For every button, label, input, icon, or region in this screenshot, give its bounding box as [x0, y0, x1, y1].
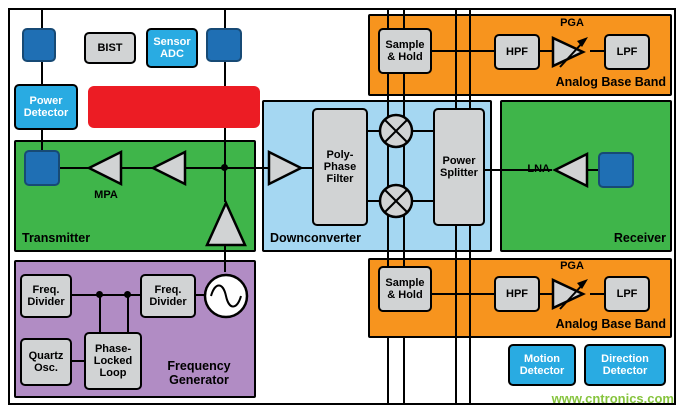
wire	[432, 50, 494, 52]
quartz-osc-block: Quartz Osc.	[20, 338, 72, 386]
polyphase-filter-label: Poly-Phase Filter	[323, 148, 357, 186]
bist-block: BIST	[84, 32, 136, 64]
wire	[412, 200, 435, 202]
wire	[368, 130, 380, 132]
hpf-bottom-label: HPF	[506, 287, 528, 300]
wire	[196, 294, 204, 296]
lpf-bottom-label: LPF	[616, 287, 638, 300]
sample-hold-top-block: Sample & Hold	[378, 28, 432, 74]
wire	[72, 360, 84, 362]
frequency-generator-label: Frequency Generator	[167, 359, 231, 387]
wire	[224, 168, 226, 202]
wire	[590, 293, 604, 295]
antenna-pad-2	[206, 28, 242, 62]
wire	[41, 62, 43, 84]
hpf-top-label: HPF	[506, 45, 528, 58]
motion-detector-block: Motion Detector	[508, 344, 576, 386]
red-block	[88, 86, 260, 128]
freq-divider-2-label: Freq. Divider	[149, 283, 187, 308]
wire	[300, 167, 312, 169]
wire	[368, 200, 380, 202]
polyphase-filter-block: Poly-Phase Filter	[312, 108, 368, 226]
transmitter-label: Transmitter	[22, 231, 91, 245]
wire	[41, 8, 43, 28]
wire	[485, 169, 552, 171]
wire	[540, 50, 552, 52]
lna-label: LNA	[527, 163, 550, 175]
pga-top-label: PGA	[560, 17, 584, 29]
freq-divider-1-label: Freq. Divider	[27, 283, 65, 308]
power-detector-block: Power Detector	[14, 84, 78, 130]
wire	[224, 128, 226, 168]
analog-baseband-bottom-label: Analog Base Band	[555, 317, 666, 331]
mpa-amplifier-icon	[86, 149, 124, 187]
wire	[588, 169, 600, 171]
lo-buffer-amplifier-icon	[204, 199, 248, 248]
lpf-top-block: LPF	[604, 34, 650, 70]
tx-antenna-pad	[24, 150, 60, 186]
wire	[432, 293, 494, 295]
junction-dot	[221, 164, 228, 171]
oscillator-icon	[202, 272, 250, 320]
wire	[387, 338, 389, 405]
lna-amplifier-icon	[552, 151, 590, 189]
wire	[127, 295, 129, 332]
receiver-label: Receiver	[613, 231, 666, 245]
sensor-adc-label: Sensor ADC	[153, 35, 191, 60]
downconverter-amplifier-icon	[266, 149, 304, 187]
wire	[224, 62, 226, 86]
power-splitter-block: Power Splitter	[433, 108, 485, 226]
wire	[72, 294, 140, 296]
downconverter-label: Downconverter	[270, 231, 361, 245]
lpf-bottom-block: LPF	[604, 276, 650, 312]
wire	[403, 338, 405, 405]
tx-amplifier-icon	[150, 149, 188, 187]
wire	[41, 130, 43, 150]
sample-hold-top-label: Sample & Hold	[385, 38, 425, 63]
wire	[224, 246, 226, 272]
mixer-i-icon	[378, 113, 414, 149]
wire	[590, 50, 604, 52]
analog-baseband-top-label: Analog Base Band	[555, 75, 666, 89]
wire	[224, 8, 226, 28]
hpf-bottom-block: HPF	[494, 276, 540, 312]
wire	[403, 74, 405, 268]
power-detector-label: Power Detector	[23, 94, 69, 119]
wire	[403, 8, 405, 28]
lpf-top-label: LPF	[616, 45, 638, 58]
pll-block: Phase-Locked Loop	[84, 332, 142, 390]
mixer-q-icon	[378, 183, 414, 219]
mpa-label: MPA	[94, 189, 118, 201]
freq-divider-1-block: Freq. Divider	[20, 274, 72, 318]
wire	[540, 293, 552, 295]
freq-divider-2-block: Freq. Divider	[140, 274, 196, 318]
rx-antenna-pad	[598, 152, 634, 188]
watermark-text: www.cntronics.com	[551, 391, 674, 406]
wire	[387, 74, 389, 268]
wire	[412, 130, 435, 132]
wire	[99, 295, 101, 332]
sensor-adc-block: Sensor ADC	[146, 28, 198, 68]
direction-detector-block: Direction Detector	[584, 344, 666, 386]
junction-dot	[124, 291, 131, 298]
antenna-pad-1	[22, 28, 56, 62]
direction-detector-label: Direction Detector	[601, 352, 649, 377]
power-splitter-label: Power Splitter	[440, 154, 478, 179]
motion-detector-label: Motion Detector	[519, 352, 565, 377]
pga-bottom-label: PGA	[560, 260, 584, 272]
wire	[387, 8, 389, 28]
pga-bottom-amplifier-icon	[550, 274, 592, 314]
sample-hold-bottom-label: Sample & Hold	[385, 276, 425, 301]
pll-label: Phase-Locked Loop	[93, 342, 133, 380]
bist-label: BIST	[97, 41, 123, 54]
junction-dot	[96, 291, 103, 298]
hpf-top-block: HPF	[494, 34, 540, 70]
quartz-osc-label: Quartz Osc.	[28, 349, 64, 374]
sample-hold-bottom-block: Sample & Hold	[378, 266, 432, 312]
pga-top-amplifier-icon	[550, 32, 592, 72]
